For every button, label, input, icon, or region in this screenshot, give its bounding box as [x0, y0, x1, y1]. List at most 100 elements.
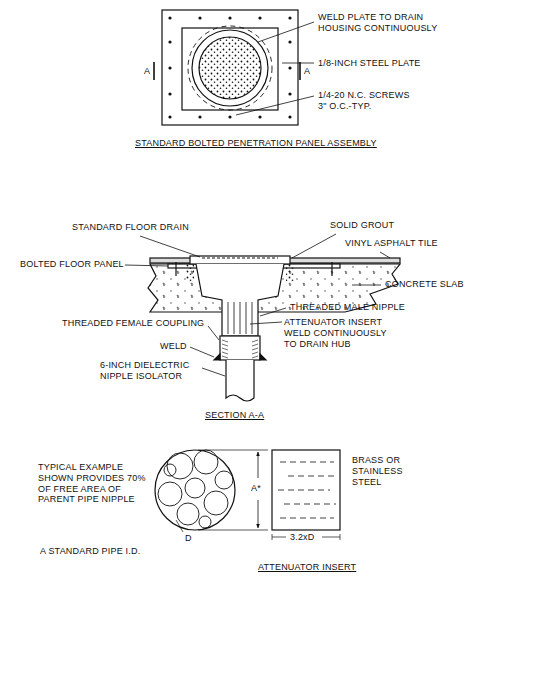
- penetration-panel: [162, 10, 298, 125]
- tube: [185, 478, 205, 498]
- tube: [194, 450, 218, 474]
- leader-line: [292, 234, 336, 258]
- screw: [228, 16, 231, 19]
- screw: [168, 16, 171, 19]
- hidden-line: [280, 518, 334, 519]
- drain-grate: [202, 257, 278, 258]
- callout-label: TYPICAL EXAMPLE SHOWN PROVIDES 70% OF FR…: [38, 462, 150, 505]
- callout-label: THREADED FEMALE COUPLING: [62, 318, 204, 329]
- insert-tube: [246, 302, 247, 334]
- screw: [168, 115, 171, 118]
- thread: [222, 340, 258, 342]
- insert-tube: [234, 302, 235, 334]
- insert-tube: [252, 302, 253, 334]
- pipe-circle: [155, 450, 235, 530]
- screw-row: [168, 16, 291, 118]
- insert-tubes: [158, 450, 233, 528]
- drain-body: [196, 264, 284, 336]
- callout-label: 6-INCH DIELECTRIC NIPPLE ISOLATOR: [100, 360, 202, 382]
- callout-label: WELD: [160, 341, 187, 352]
- screw: [168, 92, 171, 95]
- callout-label: 1/8-INCH STEEL PLATE: [318, 58, 421, 69]
- dimension-line: [258, 452, 259, 478]
- screw: [288, 16, 291, 19]
- hidden-line: [278, 490, 330, 491]
- view-caption: STANDARD BOLTED PENETRATION PANEL ASSEMB…: [135, 138, 377, 149]
- screw: [288, 66, 291, 69]
- dielectric-nipple: [226, 360, 254, 401]
- insert-tube: [228, 302, 229, 334]
- callout-label: D: [185, 533, 192, 544]
- leader-line: [202, 368, 225, 376]
- leader-line: [258, 22, 314, 42]
- callout-label: WELD PLATE TO DRAIN HOUSING CONTINUOUSLY: [318, 12, 443, 34]
- callout-label: ATTENUATOR INSERT WELD CONTINUOUSLY TO D…: [284, 317, 394, 349]
- dimension-line: [322, 537, 340, 538]
- screw: [198, 16, 201, 19]
- insert-tube: [240, 302, 241, 334]
- leader-line: [236, 96, 314, 115]
- screw: [288, 40, 291, 43]
- attenuator-insert: [228, 302, 252, 334]
- thread: [222, 348, 258, 350]
- callout-label: BRASS OR STAINLESS STEEL: [352, 455, 422, 487]
- screw: [168, 66, 171, 69]
- callout-label: SOLID GROUT: [330, 220, 394, 231]
- weld-line: [188, 26, 272, 110]
- leader-line: [190, 347, 214, 357]
- tube: [204, 491, 228, 515]
- thread: [222, 344, 258, 346]
- drain-housing: [192, 30, 268, 106]
- hidden-lines: [278, 462, 336, 518]
- callout-label: A: [144, 66, 150, 77]
- callout-label: 1/4-20 N.C. SCREWS 3" O.C.-TYP.: [318, 90, 418, 112]
- screw: [168, 40, 171, 43]
- thread: [222, 352, 258, 354]
- callout-label: THREADED MALE NIPPLE: [290, 302, 405, 313]
- extension-line: [198, 530, 268, 531]
- leader-line: [380, 252, 390, 258]
- tube: [167, 453, 193, 479]
- tube: [164, 464, 176, 476]
- weld-bead: [260, 354, 266, 360]
- tube: [215, 471, 233, 489]
- extension-line: [198, 450, 268, 451]
- grout: [286, 264, 294, 282]
- hidden-line: [284, 504, 336, 505]
- thread-marks: [222, 340, 258, 358]
- callout-label: STANDARD FLOOR DRAIN: [72, 222, 189, 233]
- dimension-line: [258, 500, 259, 528]
- section-mark: [299, 62, 301, 80]
- grout: [186, 264, 194, 282]
- section-mark: [153, 62, 155, 80]
- leader-line: [176, 520, 183, 532]
- view-caption: ATTENUATOR INSERT: [258, 562, 356, 573]
- callout-label: 3.2xD: [290, 532, 315, 543]
- callout-label: A STANDARD PIPE I.D.: [40, 546, 140, 557]
- screw: [228, 115, 231, 118]
- hidden-line: [288, 476, 334, 477]
- view-caption: SECTION A-A: [205, 410, 264, 421]
- tube: [199, 516, 211, 528]
- screw: [198, 115, 201, 118]
- screw: [288, 115, 291, 118]
- screw: [258, 16, 261, 19]
- leader-line: [140, 236, 200, 257]
- callout-label: CONCRETE SLAB: [385, 279, 464, 290]
- screw: [288, 92, 291, 95]
- tube: [177, 503, 199, 525]
- panel-bolt: [175, 262, 176, 276]
- leader-line: [260, 308, 286, 316]
- leader-line: [125, 265, 168, 266]
- callout-label: VINYL ASPHALT TILE: [345, 238, 438, 249]
- tube: [158, 482, 182, 506]
- female-coupling: [220, 336, 260, 360]
- drain-flange: [190, 256, 290, 264]
- drain-grate: [199, 37, 261, 99]
- screw: [258, 115, 261, 118]
- leader-line: [208, 326, 219, 340]
- callout-label: A: [304, 66, 310, 77]
- weld-bead: [214, 354, 220, 360]
